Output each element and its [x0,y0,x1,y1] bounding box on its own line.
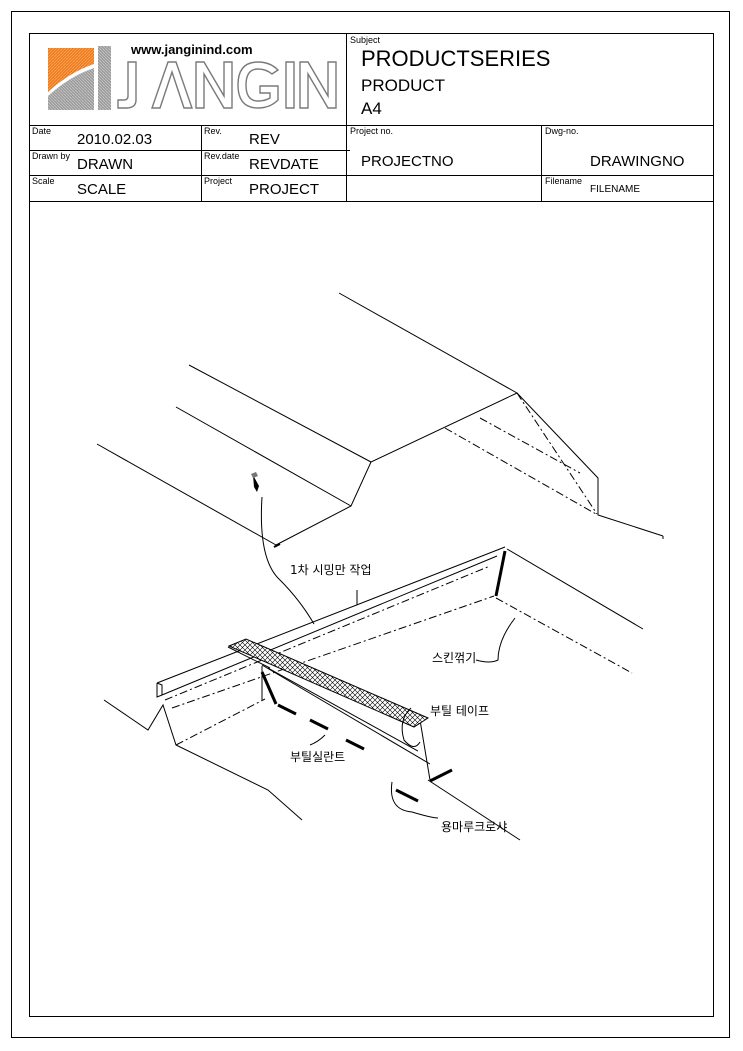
rev-label: Rev. [204,126,222,136]
subject-product-series: PRODUCTSERIES [361,46,551,71]
ridge-cross-piece [260,550,507,803]
subject-size: A4 [361,99,382,118]
date-value: 2010.02.03 [77,131,153,148]
project-value: PROJECT [249,181,320,198]
sheet-outer-border [11,11,730,1038]
scale-value: SCALE [77,181,127,198]
drawn-by-label: Drawn by [32,151,71,161]
callout-seaming: 1차 시밍만 작업 [290,563,372,577]
project-label: Project [204,176,233,186]
screw-icon [251,472,259,492]
project-no-label: Project no. [350,126,394,136]
filename-label: Filename [545,176,583,186]
dwg-no-label: Dwg-no. [545,126,579,136]
callout-skin-fold: 스킨꺾기 [432,651,477,665]
filename-value: FILENAME [590,184,641,195]
date-label: Date [32,126,52,136]
rev-date-label: Rev.date [204,151,240,161]
logo-graphic [48,46,337,110]
upper-roof-panel [96,292,664,548]
rev-value: REV [249,131,280,148]
rev-date-value: REVDATE [249,156,319,173]
sheet-inner-border [29,33,714,1017]
lower-roof-panel [103,546,644,841]
subject-product: PRODUCT [361,76,446,95]
scale-label: Scale [32,176,55,186]
drawn-by-value: DRAWN [77,156,134,173]
leader-lines [260,496,516,819]
callout-butyl-sealant: 부틸실란트 [290,750,346,764]
callout-butyl-tape: 부틸 테이프 [430,704,490,718]
project-no-value: PROJECTNO [361,153,454,170]
dwg-no-value: DRAWINGNO [590,153,685,170]
company-website: www.janginind.com [131,42,253,57]
callout-ridge-cross: 용마루크로샤 [441,820,508,834]
butyl-tape [227,638,430,728]
subject-label: Subject [350,35,381,45]
